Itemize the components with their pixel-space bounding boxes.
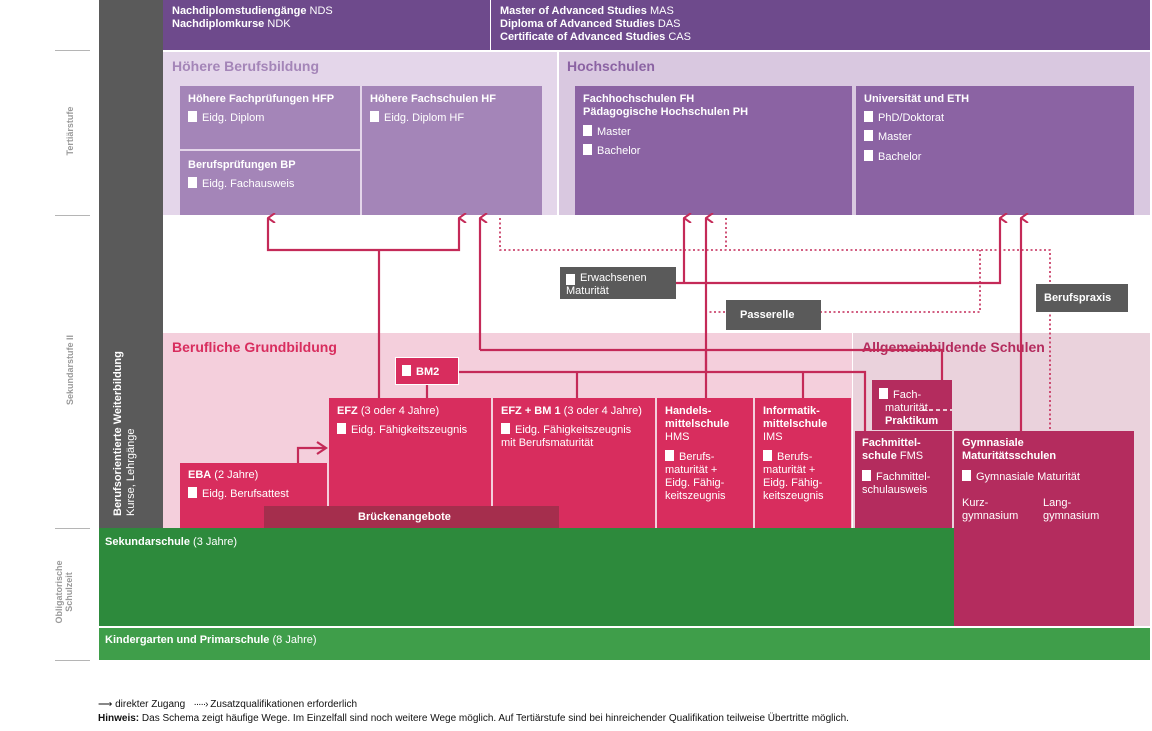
hf-box — [362, 86, 542, 215]
fms-title: Fachmittel-schule FMS — [862, 437, 924, 462]
berufspraxis-box — [1036, 284, 1128, 312]
bruecke-bar — [264, 506, 559, 528]
fh-doc-bachelor: Bachelor — [583, 144, 640, 158]
document-icon — [862, 470, 871, 481]
eba-title: EBA (2 Jahre) — [188, 469, 259, 481]
legend-hint: Hinweis: Das Schema zeigt häufige Wege. … — [98, 713, 849, 724]
bm2-box — [395, 357, 459, 385]
document-icon — [962, 470, 971, 481]
ims-doc: Berufs- maturität +Eidg. Fähig-keitszeug… — [763, 450, 824, 502]
efz-doc: Eidg. Fähigkeitszeugnis — [337, 423, 467, 437]
document-icon — [864, 130, 873, 141]
document-icon — [864, 150, 873, 161]
uni-title: Universität und ETH — [864, 93, 970, 105]
bruecke-label: Brückenangebote — [358, 511, 451, 523]
document-icon — [337, 423, 346, 434]
sekundarschule-band-right — [99, 528, 954, 563]
passerelle-box — [726, 300, 821, 330]
nds-text: Nachdiplomstudiengänge NDS Nachdiplomkur… — [172, 5, 333, 30]
weiterbildung-column — [99, 0, 163, 528]
mas-band — [491, 0, 1150, 50]
document-icon — [501, 423, 510, 434]
bp-box — [180, 151, 360, 215]
hfp-box — [180, 86, 360, 149]
hf-title: Höhere Fachschulen HF — [370, 93, 496, 105]
document-icon — [370, 111, 379, 122]
dotted-arrow-icon: ·····› — [193, 699, 209, 710]
mas-text: Master of Advanced Studies MAS Diploma o… — [500, 5, 691, 43]
document-icon — [566, 274, 575, 285]
eba-doc: Eidg. Berufsattest — [188, 487, 289, 501]
fms-box — [855, 431, 952, 528]
document-icon — [188, 487, 197, 498]
efzbm-title: EFZ + BM 1 (3 oder 4 Jahre) — [501, 405, 642, 417]
document-icon — [402, 365, 411, 376]
uni-box — [856, 86, 1134, 215]
hs-title: Hochschulen — [567, 58, 655, 74]
nds-band — [163, 0, 490, 50]
langgym-label: Lang-gymnasium — [1043, 497, 1100, 522]
document-icon — [583, 144, 592, 155]
bm2-label: BM2 — [402, 365, 439, 379]
tick-3 — [55, 528, 90, 529]
efz-title: EFZ (3 oder 4 Jahre) — [337, 405, 440, 417]
kurzgym-label: Kurz-gymnasium — [962, 497, 1019, 522]
tick-4 — [55, 660, 90, 661]
grundbildung-title: Berufliche Grundbildung — [172, 339, 337, 355]
berufspraxis-label: Berufspraxis — [1044, 292, 1112, 304]
ims-box — [755, 398, 851, 528]
passerelle-label: Passerelle — [740, 309, 795, 321]
document-icon — [188, 177, 197, 188]
hf-doc: Eidg. Diplom HF — [370, 111, 464, 125]
bp-title: Berufsprüfungen BP — [188, 159, 296, 171]
legend-direct: ⟶ direkter Zugang ·····› Zusatzqualifika… — [98, 699, 358, 710]
document-icon — [583, 125, 592, 136]
kindergarten-band — [99, 628, 1150, 660]
fh-doc-master: Master — [583, 125, 631, 139]
hfp-title: Höhere Fachprüfungen HFP — [188, 93, 335, 105]
bp-doc: Eidg. Fachausweis — [188, 177, 294, 191]
document-icon — [879, 388, 888, 399]
uni-doc-bachelor: Bachelor — [864, 150, 921, 164]
hbb-title: Höhere Berufsbildung — [172, 58, 320, 74]
fms-doc: Fachmittel- schulausweis — [862, 470, 931, 496]
gym-box — [954, 431, 1134, 626]
document-icon — [864, 111, 873, 122]
hfp-doc: Eidg. Diplom — [188, 111, 264, 125]
tick-2 — [55, 215, 90, 216]
document-icon — [665, 450, 674, 461]
kindergarten-label: Kindergarten und Primarschule (8 Jahre) — [105, 634, 317, 646]
uni-doc-master: Master — [864, 130, 912, 144]
gym-doc: Gymnasiale Maturität — [962, 470, 1080, 484]
hms-box — [657, 398, 753, 528]
erw-maturitaet-box — [560, 267, 676, 299]
arrow-right-icon: ⟶ — [98, 699, 113, 710]
fm-label: Fach- maturität Praktikum — [879, 388, 938, 428]
hms-doc: Berufs- maturität +Eidg. Fähig-keitszeug… — [665, 450, 726, 502]
uni-doc-phd: PhD/Doktorat — [864, 111, 944, 125]
tick-1 — [55, 50, 90, 51]
fh-box — [575, 86, 852, 215]
document-icon — [188, 111, 197, 122]
document-icon — [763, 450, 772, 461]
sekundarschule-label: Sekundarschule (3 Jahre) — [105, 536, 238, 548]
